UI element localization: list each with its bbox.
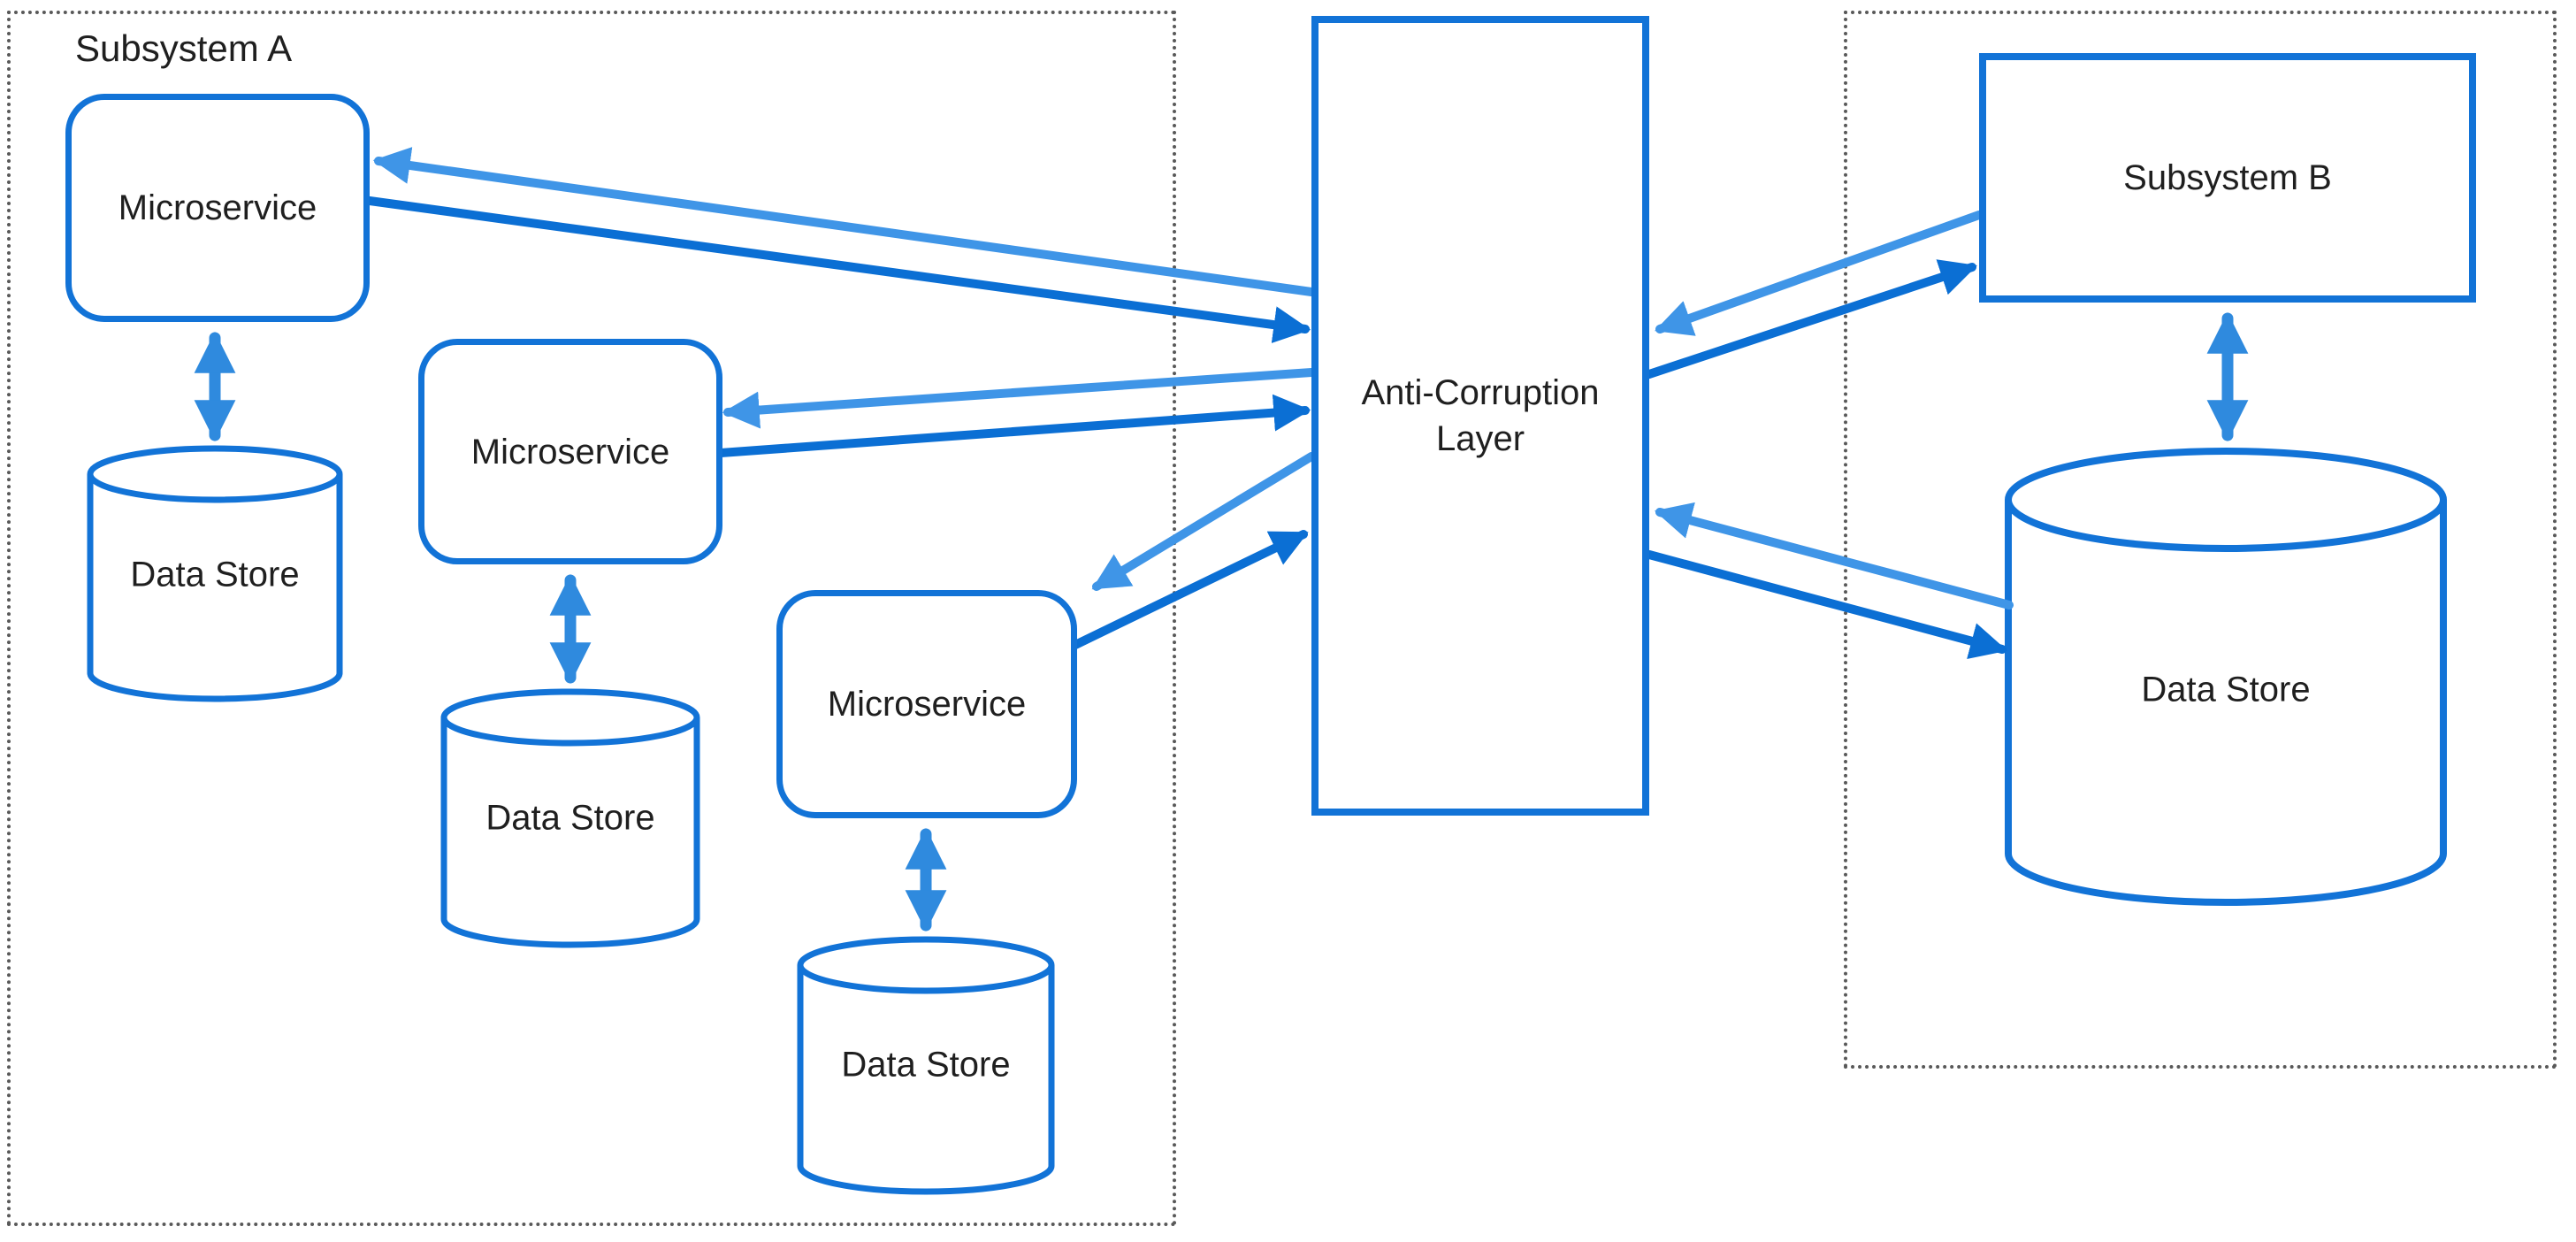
- datastore-b-cylinder: [2005, 448, 2447, 906]
- datastore-2-label: Data Store: [485, 798, 655, 838]
- arrow-acl-to-subsystem-b: [1645, 259, 1977, 379]
- subsystem-b-region: [1844, 11, 2557, 1069]
- node-anti-corruption-layer: Anti-Corruption Layer: [1311, 16, 1649, 816]
- microservice-1-label: Microservice: [118, 188, 317, 227]
- microservice-3-label: Microservice: [827, 685, 1027, 724]
- arrow-microservice-1-to-acl: [365, 196, 1311, 343]
- datastore-b-label: Data Store: [2141, 670, 2311, 709]
- arrow-microservice-3-to-acl: [1071, 530, 1309, 649]
- datastore-2-cylinder: [440, 688, 700, 948]
- subsystem-b-label: Subsystem B: [2123, 158, 2332, 197]
- node-microservice-1: Microservice: [65, 94, 370, 322]
- node-microservice-3: Microservice: [776, 590, 1077, 818]
- datastore-3-cylinder: [797, 936, 1055, 1195]
- datastore-1-label: Data Store: [130, 555, 300, 594]
- arrow-acl-to-microservice-2: [722, 368, 1316, 429]
- anti-corruption-layer-label: Anti-Corruption Layer: [1361, 373, 1600, 458]
- subsystem-a-region: [7, 11, 1176, 1226]
- arrow-acl-to-microservice-1: [372, 147, 1316, 296]
- microservice-2-label: Microservice: [470, 432, 670, 472]
- arrow-subsystem-b-to-acl: [1655, 211, 1984, 336]
- datastore-1-cylinder: [87, 445, 343, 702]
- node-microservice-2: Microservice: [418, 339, 722, 564]
- node-subsystem-b: Subsystem B: [1979, 53, 2476, 303]
- subsystem-a-label: Subsystem A: [75, 27, 293, 69]
- arrow-acl-to-microservice-3: [1091, 452, 1316, 591]
- datastore-3-label: Data Store: [841, 1045, 1011, 1085]
- arrow-acl-to-datastore-b: [1645, 550, 2008, 660]
- arrow-datastore-b-to-acl: [1654, 502, 2014, 610]
- arrow-microservice-2-to-acl: [716, 394, 1311, 457]
